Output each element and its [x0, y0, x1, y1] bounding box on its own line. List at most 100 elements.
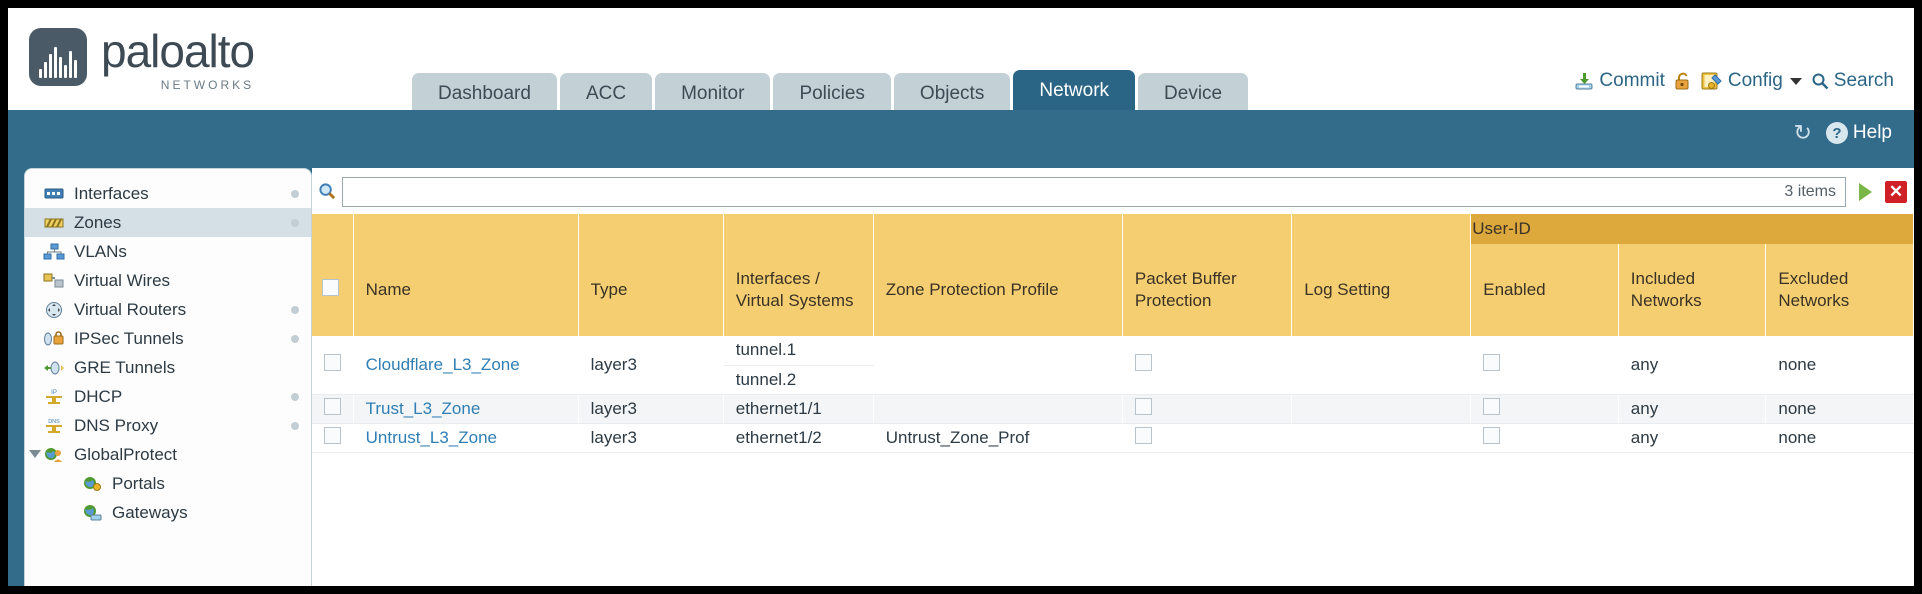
- main-nav-tabs[interactable]: Dashboard ACC Monitor Policies Objects N…: [412, 70, 1249, 114]
- virtual-routers-icon: [43, 301, 65, 319]
- tab-policies[interactable]: Policies: [773, 73, 891, 114]
- tab-dashboard[interactable]: Dashboard: [412, 73, 557, 114]
- cell-type: layer3: [578, 394, 724, 424]
- commit-button[interactable]: Commit: [1574, 70, 1665, 92]
- cell-interface: tunnel.2: [723, 365, 874, 395]
- sidebar-item-label: DHCP: [74, 386, 123, 406]
- packet-buffer-checkbox[interactable]: [1134, 353, 1152, 371]
- sidebar-item-virtual-routers[interactable]: Virtual Routers: [25, 295, 311, 324]
- palo-alto-web-ui: paloalto NETWORKS Dashboard ACC Monitor …: [8, 8, 1914, 586]
- cell-packet-buffer-protection[interactable]: [1122, 336, 1293, 395]
- config-icon: [1701, 71, 1723, 91]
- sidebar-item-ipsec-tunnels[interactable]: IPSec Tunnels: [25, 324, 311, 353]
- column-header-interfaces-virtual-systems[interactable]: Interfaces / Virtual Systems: [723, 244, 874, 336]
- group-blank: [353, 214, 579, 244]
- cell-packet-buffer-protection[interactable]: [1122, 394, 1293, 424]
- cell-userid-enabled[interactable]: [1470, 394, 1619, 424]
- row-checkbox[interactable]: [324, 397, 341, 415]
- sidebar-item-dns-proxy[interactable]: DNS DNS Proxy: [25, 411, 311, 440]
- select-all-checkbox[interactable]: [322, 278, 339, 296]
- cell-name[interactable]: Untrust_L3_Zone: [353, 423, 579, 453]
- row-select-cell[interactable]: [312, 423, 354, 453]
- sidebar-item-vlans[interactable]: VLANs: [25, 237, 311, 266]
- column-header-zone-protection-profile[interactable]: Zone Protection Profile: [873, 244, 1123, 336]
- userid-enabled-checkbox[interactable]: [1483, 397, 1501, 415]
- sidebar-item-gateways[interactable]: Gateways: [25, 498, 311, 527]
- tab-objects[interactable]: Objects: [893, 73, 1011, 114]
- sidebar-item-virtual-wires[interactable]: Virtual Wires: [25, 266, 311, 295]
- cell-userid-enabled[interactable]: [1470, 423, 1619, 453]
- tab-network[interactable]: Network: [1013, 70, 1136, 114]
- sidebar-item-gre-tunnels[interactable]: GRE Tunnels: [25, 353, 311, 382]
- svg-text:IP: IP: [51, 390, 57, 396]
- collapse-triangle-icon[interactable]: [29, 450, 41, 458]
- main-content: 3 items ✕: [312, 168, 1914, 586]
- zone-link[interactable]: Trust_L3_Zone: [365, 398, 481, 418]
- tab-monitor[interactable]: Monitor: [655, 73, 771, 114]
- cell-userid-enabled[interactable]: [1470, 336, 1619, 395]
- table-row[interactable]: Trust_L3_Zone layer3 ethernet1/1 any: [312, 394, 1914, 424]
- zone-link[interactable]: Cloudflare_L3_Zone: [365, 354, 520, 374]
- sidebar-item-interfaces[interactable]: Interfaces: [25, 179, 311, 208]
- gre-tunnels-icon: [43, 359, 65, 377]
- sidebar-item-portals[interactable]: Portals: [25, 469, 311, 498]
- tab-device[interactable]: Device: [1138, 73, 1249, 114]
- config-menu[interactable]: Config: [1701, 70, 1802, 92]
- close-icon: ✕: [1885, 180, 1907, 203]
- sidebar-item-label: IPSec Tunnels: [74, 328, 184, 348]
- refresh-icon[interactable]: ↻: [1793, 120, 1812, 145]
- cell-packet-buffer-protection[interactable]: [1122, 423, 1293, 453]
- zone-link[interactable]: Untrust_L3_Zone: [365, 427, 497, 447]
- cell-type: layer3: [578, 336, 724, 395]
- cell-excluded-networks: none: [1765, 336, 1914, 395]
- sidebar-item-zones[interactable]: Zones: [25, 208, 311, 237]
- tab-acc[interactable]: ACC: [559, 73, 653, 114]
- items-count-label: 3 items: [1784, 182, 1836, 200]
- status-dot: [291, 393, 299, 401]
- packet-buffer-checkbox[interactable]: [1134, 426, 1152, 444]
- table-row[interactable]: Cloudflare_L3_Zone layer3 tunnel.1 any: [312, 336, 1914, 395]
- row-select-cell[interactable]: [312, 336, 354, 395]
- clear-filter-button[interactable]: ✕: [1883, 180, 1909, 204]
- filter-search-icon[interactable]: [312, 182, 342, 201]
- packet-buffer-checkbox[interactable]: [1134, 397, 1152, 415]
- commit-icon: [1574, 71, 1594, 91]
- table-row[interactable]: Untrust_L3_Zone layer3 ethernet1/2 Untru…: [312, 423, 1914, 453]
- brand-name: paloalto: [101, 25, 255, 77]
- search-button[interactable]: Search: [1811, 70, 1894, 92]
- column-header-excluded-networks[interactable]: Excluded Networks: [1765, 244, 1914, 336]
- lock-icon[interactable]: [1674, 71, 1692, 91]
- apply-filter-button[interactable]: [1852, 180, 1878, 204]
- column-header-included-networks[interactable]: Included Networks: [1618, 244, 1767, 336]
- virtual-wires-icon: [43, 272, 65, 290]
- column-header-log-setting[interactable]: Log Setting: [1291, 244, 1472, 336]
- column-header-type[interactable]: Type: [578, 244, 724, 336]
- userid-enabled-checkbox[interactable]: [1483, 353, 1501, 371]
- row-select-cell[interactable]: [312, 394, 354, 424]
- status-dot: [291, 190, 299, 198]
- column-header-packet-buffer-protection[interactable]: Packet Buffer Protection: [1122, 244, 1293, 336]
- cell-included-networks: any: [1618, 336, 1767, 395]
- status-dot: [291, 422, 299, 430]
- cell-log-setting: [1291, 394, 1472, 424]
- search-label: Search: [1833, 70, 1894, 91]
- help-button[interactable]: ? Help: [1825, 122, 1892, 144]
- sidebar-item-label: Virtual Wires: [74, 270, 171, 290]
- cell-name[interactable]: Cloudflare_L3_Zone: [353, 336, 579, 395]
- vlans-icon: [43, 243, 65, 261]
- cell-name[interactable]: Trust_L3_Zone: [353, 394, 579, 424]
- status-dot: [291, 306, 299, 314]
- paloalto-logo-icon: [29, 28, 87, 86]
- userid-enabled-checkbox[interactable]: [1483, 426, 1501, 444]
- column-header-enabled[interactable]: Enabled: [1470, 244, 1619, 336]
- select-all-header[interactable]: [312, 244, 354, 336]
- chevron-down-icon[interactable]: [1789, 77, 1802, 85]
- row-checkbox[interactable]: [324, 353, 341, 371]
- cell-included-networks: any: [1618, 394, 1767, 424]
- search-input[interactable]: 3 items: [342, 176, 1846, 207]
- sidebar-item-label: GRE Tunnels: [74, 357, 176, 377]
- sidebar-item-globalprotect[interactable]: GlobalProtect: [25, 440, 311, 469]
- row-checkbox[interactable]: [324, 426, 341, 444]
- sidebar-item-dhcp[interactable]: IP DHCP: [25, 382, 311, 411]
- column-header-name[interactable]: Name: [353, 244, 579, 336]
